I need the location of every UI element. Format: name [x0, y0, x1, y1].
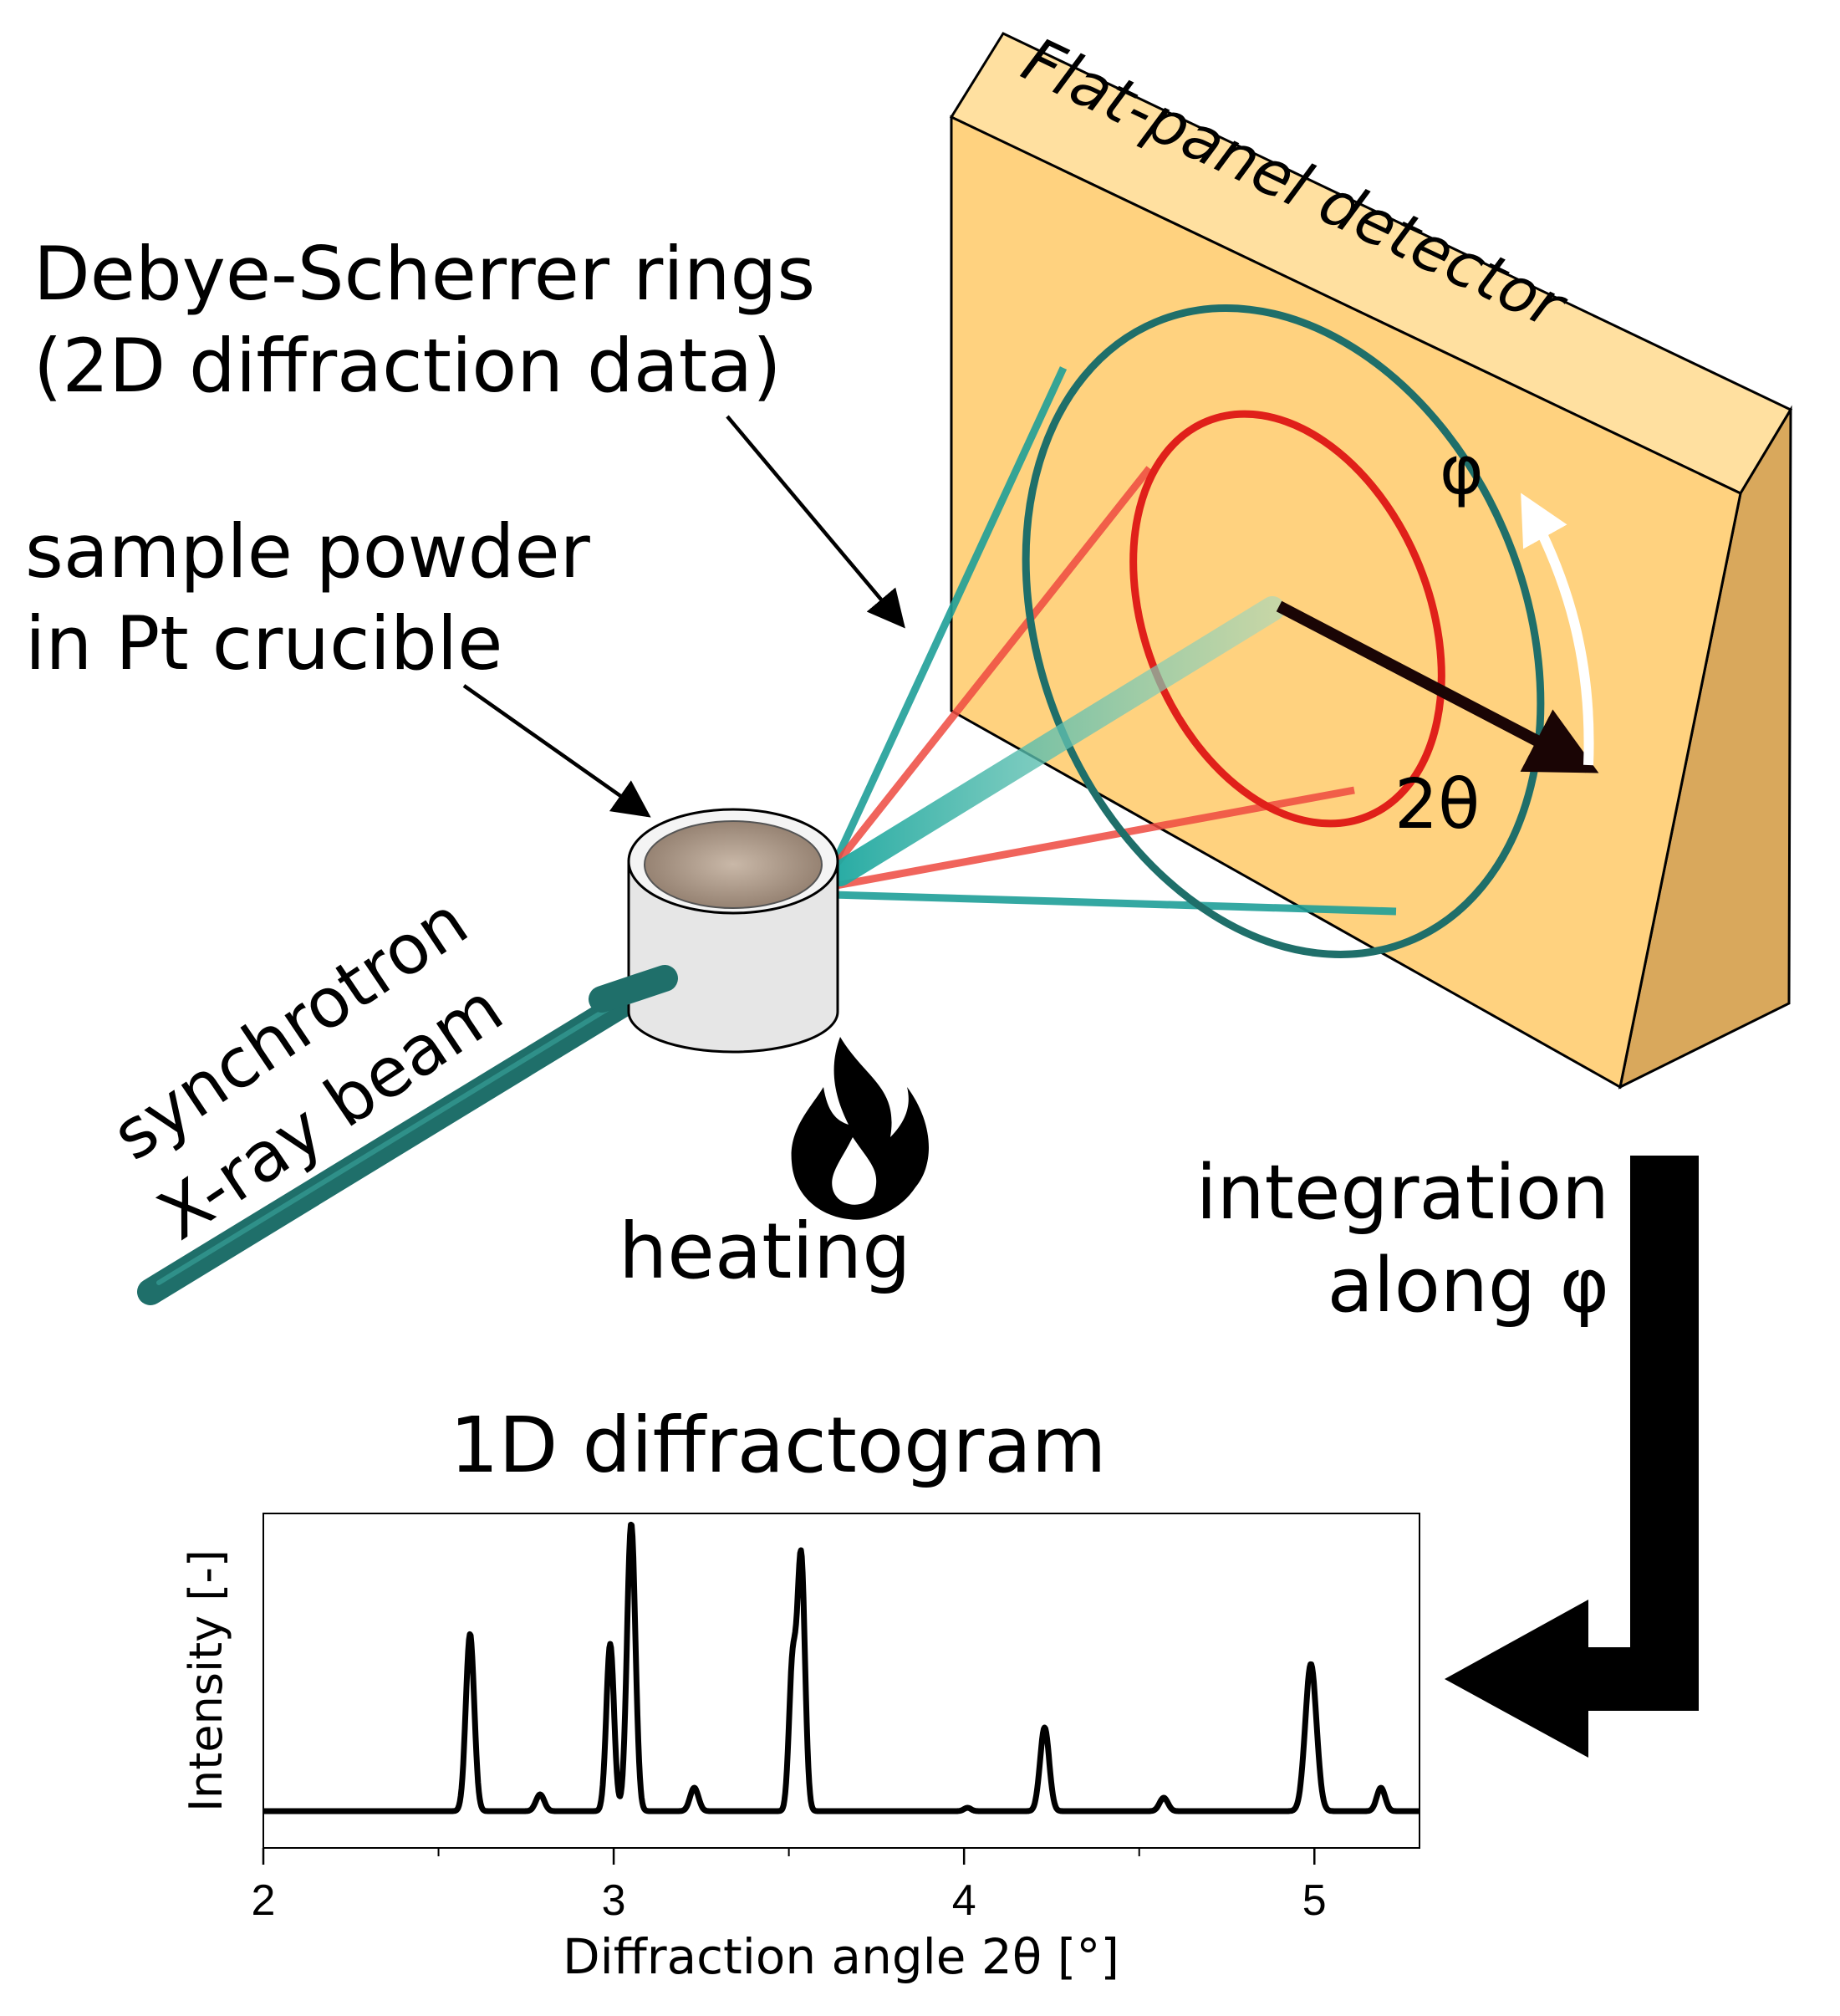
integration-label-line1: integration [1196, 1149, 1609, 1237]
sample-label-line2: in Pt crucible [25, 600, 502, 686]
two-theta-arrow [1276, 600, 1599, 773]
synchrotron-beam [137, 965, 678, 1305]
two-theta-label: 2θ [1394, 765, 1480, 845]
flame-icon [791, 1037, 930, 1220]
transmitted-beam [828, 596, 1285, 886]
diffraction-pattern-line [261, 1521, 1422, 1814]
x-tick-label: 3 [602, 1876, 626, 1925]
detector-front-face [950, 115, 1742, 1090]
rings-pointer-arrow [726, 415, 905, 629]
rings-label-line2: (2D diffraction data) [33, 323, 782, 409]
plot-frame [262, 1513, 1420, 1849]
beam-entry [589, 965, 678, 1013]
diffractogram-title: 1D diffractogram [450, 1401, 1106, 1490]
diffractogram-chart: 2 3 4 5 Intensity [-] Diffraction angle 2θ … [180, 1513, 1422, 1985]
phi-label: φ [1440, 431, 1484, 509]
debye-scherrer-ring-outer [1022, 304, 1545, 958]
y-axis-label: Intensity [-] [180, 1549, 232, 1812]
diffraction-cone-outer [828, 366, 1397, 916]
heating-label: heating [619, 1207, 911, 1296]
phi-arrow [1521, 493, 1594, 766]
x-tick-label: 5 [1302, 1876, 1327, 1925]
x-axis-label: Diffraction angle 2θ [°] [563, 1928, 1119, 1985]
rings-label-line1: Debye-Scherrer rings [33, 231, 815, 317]
pt-crucible [627, 808, 839, 1054]
sample-pointer-arrow [462, 684, 651, 818]
synchrotron-beam-highlight [156, 974, 663, 1285]
integration-label-line2: along φ [1328, 1242, 1609, 1330]
x-tick-label: 2 [252, 1876, 276, 1925]
sample-label-line1: sample powder [25, 508, 591, 595]
sample-powder [644, 820, 823, 909]
x-tick-label: 4 [952, 1876, 976, 1925]
integration-arrow [1445, 1156, 1699, 1758]
